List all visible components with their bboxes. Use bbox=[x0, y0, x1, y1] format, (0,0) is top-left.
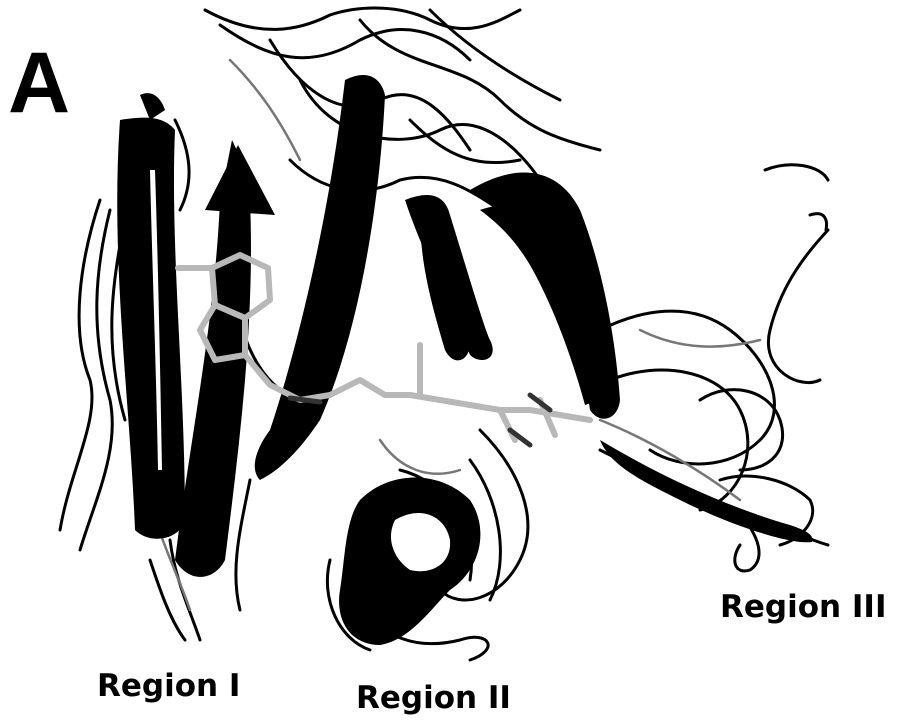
panel-label: A bbox=[8, 40, 70, 126]
region-i-label: Region I bbox=[97, 668, 240, 704]
region-iii-label: Region III bbox=[720, 589, 886, 625]
region-ii-label: Region II bbox=[356, 680, 511, 716]
